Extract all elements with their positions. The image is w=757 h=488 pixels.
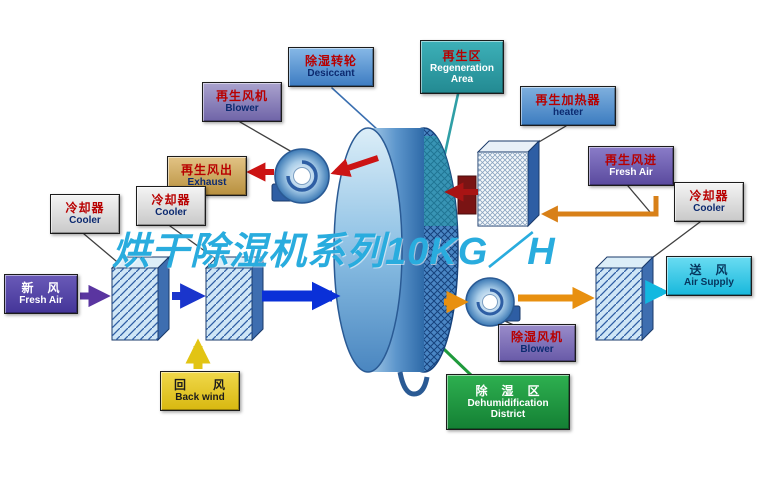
label-regeneration-area-en: Regeneration Area — [430, 62, 494, 85]
wheel-base-bracket — [397, 371, 430, 397]
fan-volute — [286, 160, 318, 192]
connector-regen-area — [442, 92, 460, 160]
cooler-hx-left-outer — [110, 255, 171, 342]
label-regen-fresh-air-en: Fresh Air — [609, 167, 653, 179]
label-regeneration-area: 再生区 Regeneration Area — [420, 40, 504, 94]
arrow-wheel-to-regen-fan — [330, 155, 379, 177]
label-cooler-right-cn: 冷却器 — [689, 189, 729, 204]
label-desiccant-cn: 除湿转轮 — [304, 54, 357, 69]
connector-cooler-left-outer — [83, 233, 123, 267]
label-cooler-left-inner-cn: 冷却器 — [151, 193, 191, 208]
label-cooler-left-inner-en: Cooler — [155, 207, 187, 219]
label-back-wind-en: Back wind — [175, 392, 225, 404]
label-regen-fresh-air: 再生风进 Fresh Air — [588, 146, 674, 186]
label-desiccant-en: Desiccant — [307, 68, 355, 80]
label-dehum-blower-en: Blower — [520, 344, 554, 356]
label-exhaust-cn: 再生风出 — [180, 163, 233, 178]
hx-front-hatch — [112, 268, 158, 340]
label-cooler-left-outer: 冷却器 Cooler — [50, 194, 120, 234]
regen-fan — [271, 148, 330, 204]
fan-volute — [476, 288, 504, 316]
label-cooler-left-outer-cn: 冷却器 — [65, 201, 105, 216]
label-dehum-district: 除 湿 区 Dehumidification District — [446, 374, 570, 430]
page-title: 烘干除湿机系列10KG／H — [112, 231, 556, 273]
dehum-fan — [465, 277, 521, 327]
heater-side — [527, 139, 540, 228]
connector-regen-fresh — [627, 185, 651, 213]
hx-side — [641, 255, 654, 342]
label-regen-fresh-air-cn: 再生风进 — [604, 153, 657, 168]
label-regen-heater: 再生加热器 heater — [520, 86, 616, 126]
label-air-supply-en: Air Supply — [683, 277, 734, 289]
label-desiccant: 除湿转轮 Desiccant — [288, 47, 374, 87]
label-regen-blower-en: Blower — [225, 103, 259, 115]
connector-cooler-left-inner — [169, 225, 221, 263]
label-regeneration-area-cn: 再生区 — [442, 48, 482, 63]
label-dehum-district-en: Dehumidification District — [467, 397, 549, 420]
label-regen-blower-cn: 再生风机 — [215, 89, 268, 104]
label-regen-heater-en: heater — [552, 107, 583, 119]
label-cooler-right: 冷却器 Cooler — [674, 182, 744, 222]
cooler-hx-right — [594, 255, 655, 342]
desiccant-wheel — [333, 127, 459, 397]
arrow-regen-intake — [540, 196, 659, 223]
airflow-arrows — [80, 155, 670, 369]
label-dehum-blower-cn: 除湿风机 — [510, 330, 563, 345]
label-air-supply-cn: 送 风 — [689, 263, 729, 278]
fan-hub — [293, 167, 311, 185]
label-fresh-air-en: Fresh Air — [19, 295, 63, 307]
label-fresh-air: 新 风 Fresh Air — [4, 274, 78, 314]
regen-heater-box — [457, 139, 541, 228]
label-cooler-left-inner: 冷却器 Cooler — [136, 186, 206, 226]
fan-hub — [482, 294, 498, 310]
label-back-wind-cn: 回 风 — [173, 378, 226, 393]
label-dehum-district-cn: 除 湿 区 — [475, 383, 541, 398]
label-regen-heater-cn: 再生加热器 — [535, 93, 601, 108]
hx-front-hatch — [596, 268, 642, 340]
label-dehum-blower: 除湿风机 Blower — [498, 324, 576, 362]
label-exhaust-en: Exhaust — [187, 177, 227, 189]
heater-front-hatch — [478, 152, 528, 226]
label-air-supply: 送 风 Air Supply — [666, 256, 752, 296]
label-regen-blower: 再生风机 Blower — [202, 82, 282, 122]
label-cooler-left-outer-en: Cooler — [69, 215, 101, 227]
wheel-front-face — [333, 127, 403, 373]
label-back-wind: 回 风 Back wind — [160, 371, 240, 411]
connector-regen-blower — [239, 121, 293, 153]
label-cooler-right-en: Cooler — [693, 203, 725, 215]
cooler-hx-left-inner — [204, 255, 265, 342]
hx-front-hatch — [206, 268, 252, 340]
label-fresh-air-cn: 新 风 — [21, 281, 61, 296]
